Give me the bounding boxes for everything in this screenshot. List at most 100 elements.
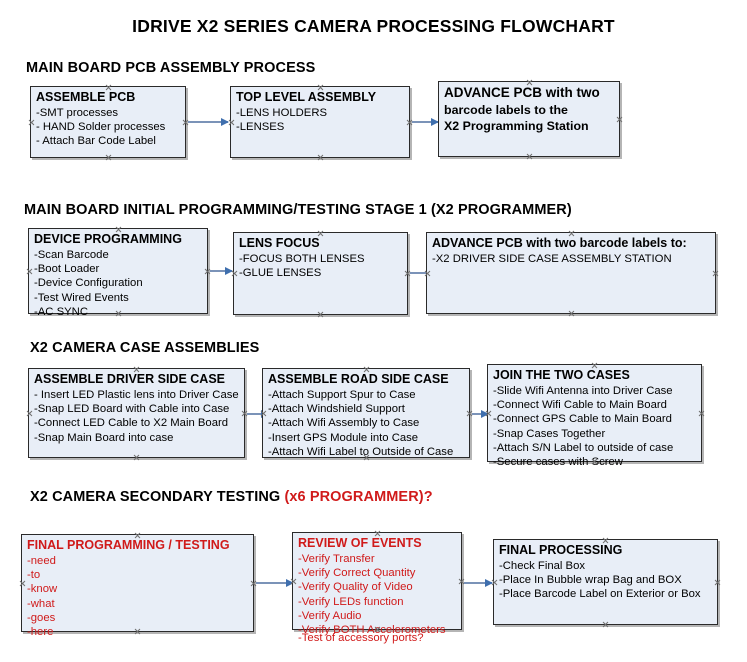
box-title: ADVANCE PCB with two [444,85,600,100]
box-line: -Attach Support Spur to Case [268,388,416,401]
anchor-handle-right [616,116,623,123]
box-final-processing[interactable]: FINAL PROCESSING -Check Final Box -Place… [493,539,718,625]
box-assemble-driver-side-case[interactable]: ASSEMBLE DRIVER SIDE CASE - Insert LED P… [28,368,245,458]
box-line: -LENS HOLDERS [236,106,328,119]
box-line: -Check Final Box [499,559,586,572]
box-line: -Connect Wifi Cable to Main Board [493,399,667,412]
box-title: TOP LEVEL ASSEMBLY [236,90,377,104]
connector-review-of-events-to-final-processing [464,578,493,587]
anchor-handle-bottom [526,153,533,160]
box-line: -Boot Loader [34,263,100,276]
box-line: -Snap Cases Together [493,427,606,440]
box-title: FINAL PROGRAMMING / TESTING [27,538,230,552]
box-line: -Test Wired Events [34,291,129,304]
box-title: ASSEMBLE PCB [36,90,136,104]
anchor-handle-bottom [317,154,324,161]
box-line: -here [27,626,54,639]
section-header-main-board-pcb-assembly-process: MAIN BOARD PCB ASSEMBLY PROCESS [26,60,315,76]
box-top-level-assembly[interactable]: TOP LEVEL ASSEMBLY -LENS HOLDERS -LENSES [230,86,410,158]
page-title: IDRIVE X2 SERIES CAMERA PROCESSING FLOWC… [132,16,615,36]
box-line: -Verify Audio [298,609,362,622]
box-line: -Insert GPS Module into Case [268,431,419,444]
box-line: -Connect GPS Cable to Main Board [493,413,672,426]
anchor-handle-bottom [568,310,575,317]
connector-road-side-to-join-cases [472,409,489,418]
section-header-x2-camera-case-assemblies: X2 CAMERA CASE ASSEMBLIES [30,340,259,356]
box-line: -Slide Wifi Antenna into Driver Case [493,384,673,397]
box-title: ASSEMBLE ROAD SIDE CASE [268,372,449,386]
box-line: -Verify LEDs function [298,595,404,608]
box-line: - Attach Bar Code Label [36,135,156,148]
anchor-handle-bottom [317,311,324,318]
box-line: -Attach Wifi Label to Outside of Case [268,445,454,458]
box-line: -SMT processes [36,106,119,119]
anchor-handle-left [19,580,26,587]
box-line: -Connect LED Cable to X2 Main Board [34,417,229,430]
anchor-handle-bottom [602,621,609,628]
box-title: JOIN THE TWO CASES [493,368,630,382]
arrow-head-icon [431,117,439,126]
box-line: -Attach Wifi Assembly to Case [268,417,420,430]
connector-final-programming-to-review-of-events [256,578,294,587]
anchor-handle-left [28,119,35,126]
arrow-head-icon [221,117,229,126]
box-line: -Place In Bubble wrap Bag and BOX [499,574,682,587]
box-line: -AC SYNC [34,305,88,318]
section-header-text: X2 CAMERA CASE ASSEMBLIES [30,340,260,356]
box-line: X2 Programming Station [444,119,589,134]
section-header-accent-text: (x6 PROGRAMMER)? [284,489,433,505]
box-line: -Scan Barcode [34,248,109,261]
box-line: - HAND Solder processes [36,121,166,134]
box-line: -Attach Windshield Support [268,403,405,416]
box-review-of-events[interactable]: REVIEW OF EVENTS -Verify Transfer -Verif… [292,532,462,644]
arrow-head-icon [286,578,294,587]
box-line: -LENSES [236,121,285,134]
box-line-overflow: -Test of accessory ports? [298,632,424,644]
connector-device-programming-to-lens-focus [210,266,233,275]
section-header-text: MAIN BOARD PCB ASSEMBLY PROCESS [26,60,316,76]
anchor-handle-right [714,579,721,586]
box-line: -know [27,583,58,596]
box-line: -Verify Transfer [298,552,375,565]
arrow-head-icon [485,578,493,587]
box-join-the-two-cases[interactable]: JOIN THE TWO CASES -Slide Wifi Antenna i… [487,364,705,468]
anchor-handle-right [712,270,719,277]
section-header-text: X2 CAMERA SECONDARY TESTING [30,489,285,505]
anchor-handle-bottom [105,154,112,161]
box-line: - Insert LED Plastic lens into Driver Ca… [34,388,239,401]
box-assemble-road-side-case[interactable]: ASSEMBLE ROAD SIDE CASE -Attach Support … [262,368,470,458]
box-line: -goes [27,611,56,624]
box-title: REVIEW OF EVENTS [298,536,422,550]
box-line: -Secure cases with Screw [493,456,623,469]
box-title: LENS FOCUS [239,236,320,250]
connector-assemble-pcb-to-top-level-assembly [188,117,229,126]
box-line: -Verify BOTH Accelerometers [298,624,446,637]
box-line: -need [27,554,56,567]
box-assemble-pcb[interactable]: ASSEMBLE PCB -SMT processes - HAND Solde… [30,86,186,158]
section-header-main-board-initial-programming: MAIN BOARD INITIAL PROGRAMMING/TESTING S… [24,202,572,218]
box-line: -X2 DRIVER SIDE CASE ASSEMBLY STATION [432,252,672,265]
anchor-handle-bottom [133,454,140,461]
box-line: -Place Barcode Label on Exterior or Box [499,588,701,601]
box-device-programming[interactable]: DEVICE PROGRAMMING -Scan Barcode -Boot L… [28,228,208,318]
box-line: -Snap LED Board with Cable into Case [34,403,230,416]
box-advance-pcb-driver-side-case[interactable]: ADVANCE PCB with two barcode labels to: … [426,232,716,314]
box-line: -FOCUS BOTH LENSES [239,252,365,265]
box-final-programming-testing[interactable]: FINAL PROGRAMMING / TESTING -need -to -k… [19,534,254,638]
section-header-text: MAIN BOARD INITIAL PROGRAMMING/TESTING S… [24,202,572,218]
box-line: -Verify Quality of Video [298,581,413,594]
anchor-handle-right [698,410,705,417]
arrow-head-icon [481,409,489,418]
box-line: -GLUE LENSES [239,267,322,280]
box-line: -Device Configuration [34,277,143,290]
anchor-handle-left [26,410,33,417]
box-title: DEVICE PROGRAMMING [34,232,182,246]
box-line: -Verify Correct Quantity [298,567,416,580]
box-lens-focus[interactable]: LENS FOCUS -FOCUS BOTH LENSES -GLUE LENS… [233,232,408,315]
box-advance-pcb-x2-programming-station[interactable]: ADVANCE PCB with two barcode labels to t… [438,81,620,157]
box-title: ADVANCE PCB with two barcode labels to: [432,236,687,250]
connector-top-level-assembly-to-advance-pcb [412,117,439,126]
box-line: -Attach S/N Label to outside of case [493,441,674,454]
section-header-x2-camera-secondary-testing: X2 CAMERA SECONDARY TESTING (x6 PROGRAMM… [30,489,433,505]
